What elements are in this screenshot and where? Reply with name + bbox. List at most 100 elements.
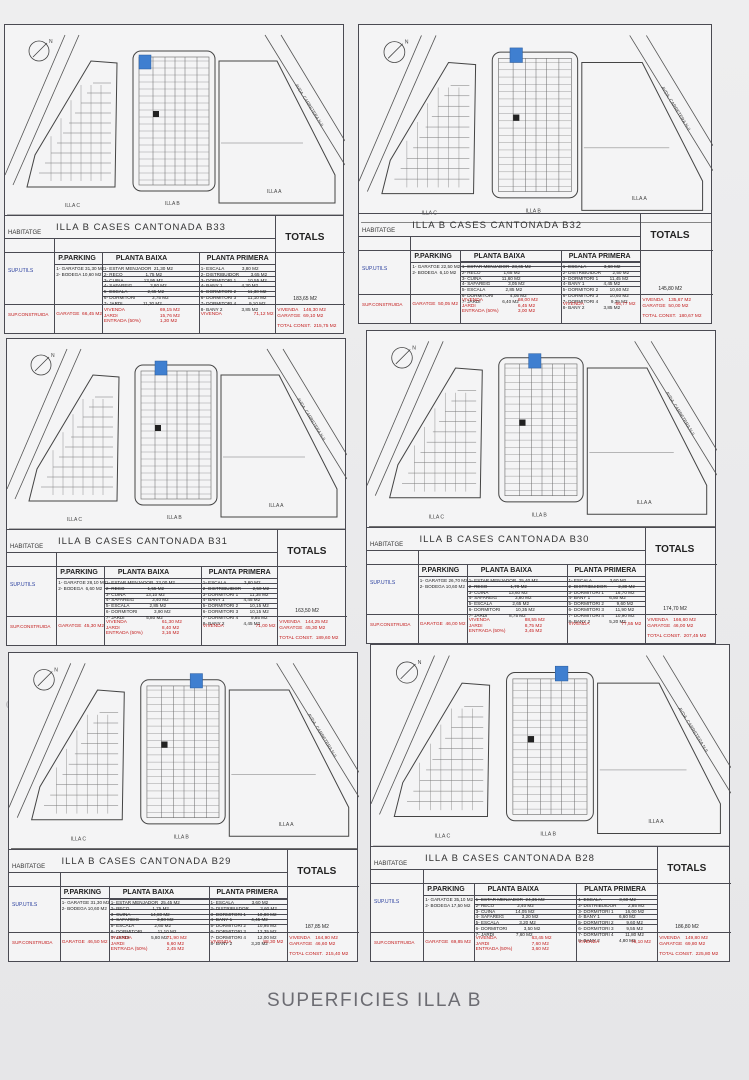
illa-a-label: ILLA A bbox=[267, 189, 282, 195]
totals-labels: VIVENDA GARATGE bbox=[289, 936, 313, 947]
table-rule bbox=[417, 576, 646, 577]
sheet-title: ILLA B CASES CANTONADA B32 bbox=[412, 220, 583, 231]
table-rule bbox=[473, 904, 658, 905]
total-construida: TOTAL CONST. 189,60 M2 bbox=[279, 636, 339, 641]
total-util: 186,80 M2 bbox=[675, 924, 699, 930]
totals-header: TOTALS bbox=[285, 232, 325, 243]
table-rule bbox=[459, 266, 641, 267]
highlight-unit bbox=[189, 673, 203, 689]
table-rule bbox=[410, 236, 412, 324]
totals-values: 166,60 M2 46,00 M2 bbox=[673, 618, 696, 629]
table-rule bbox=[101, 276, 276, 277]
table-rule bbox=[59, 898, 288, 899]
garatge-const: GARATGE 50,05 M2 bbox=[412, 302, 459, 307]
planta-primera-list: 1- ESCALA 3,60 M2 2- DISTRIBUIDOR 2,50 M… bbox=[202, 580, 270, 626]
road-line bbox=[16, 663, 86, 818]
compass-icon bbox=[383, 41, 406, 63]
table-rule bbox=[101, 271, 276, 272]
table-rule bbox=[56, 578, 278, 579]
totals-header: TOTALS bbox=[287, 546, 327, 557]
total-construida: TOTAL CONST. 225,80 M2 bbox=[659, 952, 719, 957]
garatge-const: GARATGE 45,30 M2 bbox=[58, 624, 105, 629]
illa-c-block bbox=[381, 61, 477, 195]
table-rule bbox=[54, 238, 56, 334]
table-rule bbox=[101, 296, 276, 297]
totals-values: 146,30 M2 69,10 M2 bbox=[303, 308, 326, 319]
road-line bbox=[374, 341, 444, 496]
col-planta-baixa: PLANTA BAIXA bbox=[473, 253, 526, 260]
illa-b-inner bbox=[504, 363, 578, 497]
table-rule bbox=[54, 264, 276, 265]
highlight-unit bbox=[554, 665, 569, 682]
table-rule bbox=[59, 872, 61, 962]
table-rule bbox=[198, 252, 200, 334]
illa-a-block bbox=[581, 61, 704, 211]
road-label: AVDA. CARRETERA N-II bbox=[294, 83, 324, 127]
totals-header: TOTALS bbox=[667, 863, 707, 874]
sup-utils-label: SUP.UTILS bbox=[374, 899, 400, 905]
vivenda-primera: VIVENDA 77,55 M2 bbox=[568, 622, 642, 627]
illa-a-block bbox=[586, 367, 708, 515]
totals-labels: VIVENDA GARATGE bbox=[642, 298, 666, 309]
illa-b-inner bbox=[138, 56, 210, 186]
table-rule bbox=[275, 216, 277, 334]
parking-list: 1- GARATGE 22,50 M2 2- BODEGA 6,10 M2 bbox=[412, 264, 461, 275]
table-rule bbox=[466, 606, 646, 607]
table-rule bbox=[473, 909, 658, 910]
table-rule bbox=[359, 236, 641, 237]
compass-label: N bbox=[49, 39, 53, 45]
road-line bbox=[371, 655, 435, 804]
habitatge-label: HABITATGE bbox=[362, 228, 396, 234]
illa-a-block bbox=[228, 689, 350, 837]
garatge-const: GARATGE 69,85 M2 bbox=[425, 940, 471, 945]
compass-needle bbox=[400, 663, 416, 680]
compass-needle bbox=[395, 349, 411, 365]
table-rule bbox=[466, 586, 646, 587]
road-line bbox=[367, 341, 430, 486]
marker-square bbox=[155, 425, 161, 431]
table-rule bbox=[640, 214, 642, 324]
table-rule bbox=[287, 850, 289, 962]
table-rule bbox=[9, 886, 359, 887]
compass-label: N bbox=[412, 346, 416, 352]
road-line bbox=[662, 655, 731, 769]
totals-header: TOTALS bbox=[650, 230, 690, 241]
illa-a-label: ILLA A bbox=[269, 503, 284, 509]
road-line bbox=[366, 35, 437, 192]
table-rule bbox=[103, 608, 278, 609]
vivenda-baixa-labels: VIVENDA JARDI ENTRADA (50%) bbox=[468, 618, 506, 635]
table-rule bbox=[108, 899, 288, 900]
planta-primera-list: 1- ESCALA 3,80 M2 2- DISTRIBUIDOR 3,65 M… bbox=[200, 266, 268, 312]
table-rule bbox=[108, 909, 288, 910]
planta-primera-list: 1- ESCALA 3,60 M2 2- DISTRIBUIDOR 2,30 M… bbox=[568, 578, 635, 624]
illa-b-block bbox=[140, 679, 226, 825]
illa-b-block bbox=[498, 357, 584, 503]
road-line bbox=[634, 341, 717, 476]
vivenda-baixa-values: 61,30 M2 8,40 M2 3,16 M2 bbox=[161, 620, 182, 637]
garatge-const: GARATGE 46,00 M2 bbox=[419, 622, 466, 627]
table-rule bbox=[9, 932, 359, 933]
table-rule bbox=[7, 616, 347, 617]
garatge-const: GARATGE 46,50 M2 bbox=[61, 940, 108, 945]
total-construida: TOTAL CONST. 180,67 M2 bbox=[642, 314, 702, 319]
table-rule bbox=[5, 304, 345, 305]
table-rule bbox=[466, 601, 646, 602]
col-planta-primera: PLANTA PRIMERA bbox=[216, 889, 279, 896]
vivenda-baixa-values: 63,45 M2 7,60 M2 3,60 M2 bbox=[531, 936, 552, 953]
sheet-title: ILLA B CASES CANTONADA B33 bbox=[56, 222, 226, 233]
compass-needle bbox=[387, 43, 404, 59]
table-rule bbox=[560, 250, 562, 324]
habitatge-label: HABITATGE bbox=[8, 230, 42, 236]
col-parking: P.PARKING bbox=[414, 253, 452, 260]
planta-baixa-list: 1- ESTAR MENJADOR 23,00 M2 2- RECO 1,55 … bbox=[105, 580, 175, 620]
illa-c-label: ILLA C bbox=[67, 517, 82, 523]
sup-construida-label: SUP.CONSTRUIDA bbox=[362, 302, 403, 307]
total-construida: TOTAL CONST. 207,45 M2 bbox=[647, 634, 707, 639]
